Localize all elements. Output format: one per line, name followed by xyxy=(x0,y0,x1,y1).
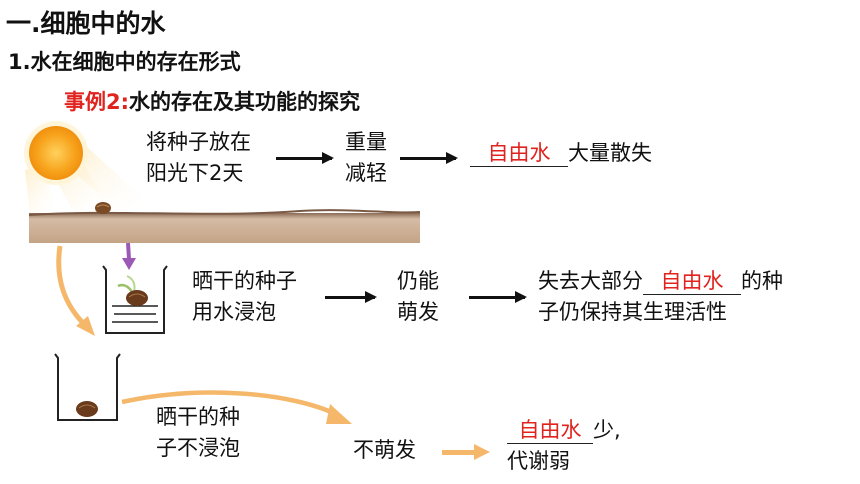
row2-step2: 仍能 萌发 xyxy=(397,269,439,324)
beaker-icon xyxy=(102,265,168,334)
row2-result: 失去大部分自由水的种 子仍保持其生理活性 xyxy=(538,268,783,324)
sun-icon xyxy=(24,121,88,185)
subsection-title: 1.水在细胞中的存在形式 xyxy=(8,50,241,74)
arrow-right-icon xyxy=(469,291,527,303)
section-title: 一.细胞中的水 xyxy=(6,9,166,38)
beaker-icon xyxy=(54,353,121,421)
row2-step1: 晒干的种子 用水浸泡 xyxy=(192,269,297,324)
row1-step1: 将种子放在 阳光下2天 xyxy=(146,130,251,185)
example-text: 水的存在及其功能的探究 xyxy=(129,90,361,114)
row1-step2: 重量 减轻 xyxy=(345,130,387,185)
example-title: 事例2:水的存在及其功能的探究 xyxy=(64,86,360,116)
answer-blank: 自由水 xyxy=(643,268,741,295)
answer-blank: 自由水 xyxy=(507,417,593,444)
row1-result: 自由水大量散失 xyxy=(470,138,652,169)
arrow-right-icon xyxy=(400,152,458,164)
orange-curved-arrow-2 xyxy=(121,390,352,424)
row3-step1: 晒干的种 子不浸泡 xyxy=(156,405,240,460)
row3-result: 自由水少, 代谢弱 xyxy=(507,417,621,473)
orange-curved-arrow-1 xyxy=(56,245,95,336)
example-label: 事例2: xyxy=(64,90,130,114)
sprout-icon xyxy=(117,275,148,306)
board xyxy=(28,209,421,243)
row3-step2: 不萌发 xyxy=(353,438,416,462)
arrow-right-icon xyxy=(276,152,334,164)
orange-arrow-right-icon xyxy=(442,444,490,460)
arrow-right-icon xyxy=(325,291,377,303)
answer-blank: 自由水 xyxy=(470,140,568,167)
seed-icon xyxy=(95,202,111,214)
purple-arrow xyxy=(122,242,136,270)
